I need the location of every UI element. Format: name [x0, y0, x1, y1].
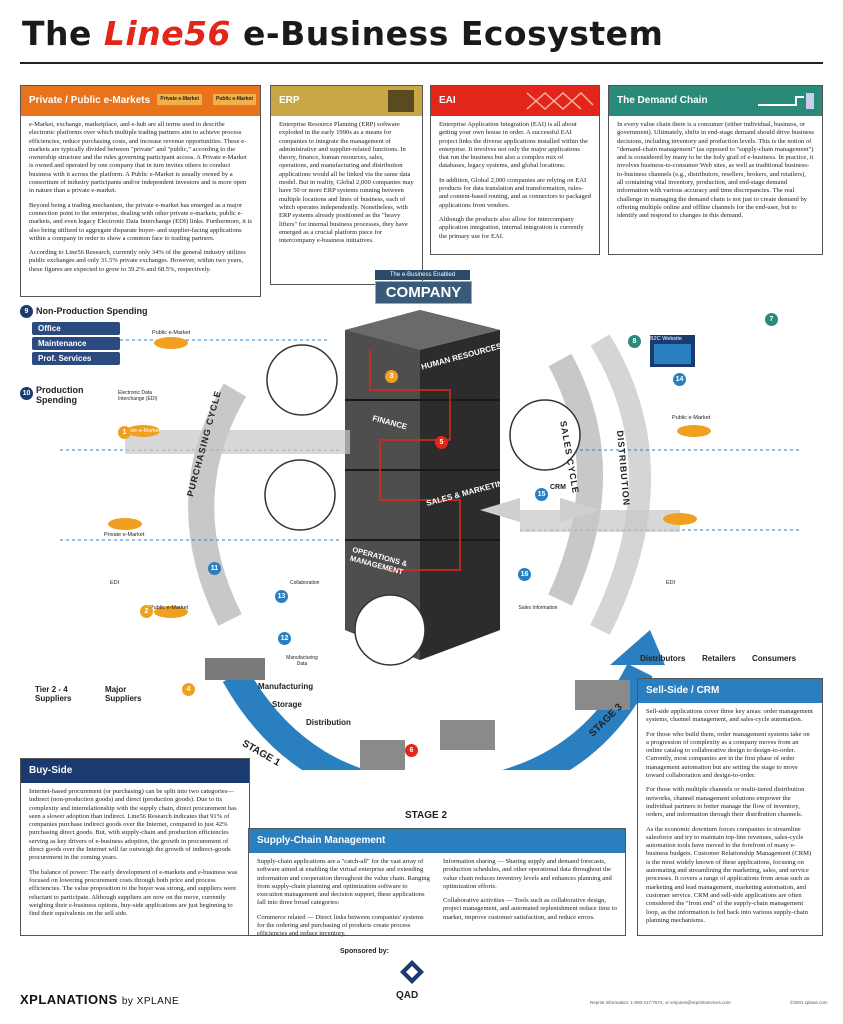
stage2-label: STAGE 2	[405, 810, 448, 821]
reprint-info: Reprint information: 1-800-217-7874, or …	[590, 1000, 731, 1005]
xplanations-logo: XPLANATIONS by XPLANE	[20, 992, 180, 1007]
step-marker: 9	[20, 305, 33, 318]
marker-4: 4	[182, 683, 195, 696]
marker-3: 3	[385, 370, 398, 383]
np-office: Office	[32, 322, 120, 335]
b2c-label: B2C Website	[650, 336, 682, 342]
edi-label: Electronic Data Interchange (EDI)	[118, 390, 158, 402]
box-heading: Sell-Side / CRM	[638, 679, 822, 703]
qad-label: QAD	[396, 990, 419, 1001]
private-emarket-label: Private e-Market	[120, 428, 161, 434]
server-icon	[388, 90, 414, 112]
page-title: The Line56 e-Business Ecosystem	[22, 14, 664, 53]
public-emarket-label: Public e-Market	[150, 605, 189, 611]
marker-2: 2	[140, 605, 153, 618]
retailers-label: Retailers	[702, 654, 736, 663]
sell-side-box: Sell-Side / CRM Sell-side applications c…	[637, 678, 823, 936]
marker-12: 12	[278, 632, 291, 645]
box-paragraph: Information sharing — Sharing supply and…	[443, 858, 612, 890]
box-heading: Buy-Side	[21, 759, 249, 783]
marker-13: 13	[275, 590, 288, 603]
marker-5: 5	[435, 436, 448, 449]
box-paragraph: The balance of power: The early developm…	[29, 868, 238, 918]
box-paragraph: In every value chain there is a consumer…	[617, 121, 814, 220]
marker-7: 7	[765, 313, 778, 326]
manufacturing-data-label: Manufacturing Data	[286, 655, 318, 667]
purchasing-arc	[188, 383, 247, 626]
sales-arc	[548, 353, 603, 606]
box-paragraph: Enterprise Resource Planning (ERP) softw…	[279, 121, 414, 245]
np-prof-services: Prof. Services	[32, 352, 120, 365]
edi-tag: EDI	[666, 580, 676, 586]
box-paragraph: For those with multiple channels or mult…	[646, 786, 805, 819]
network-icon	[526, 91, 594, 111]
title-rule	[20, 62, 823, 64]
storage-label: Storage	[272, 700, 302, 709]
tier-suppliers-label: Tier 2 - 4 Suppliers	[35, 685, 72, 703]
crm-label: CRM	[550, 484, 566, 491]
marker-1: 1	[118, 426, 131, 439]
distribution-arc	[590, 334, 651, 635]
company-sign: COMPANY	[375, 281, 472, 304]
sales-information-label: Sales Information	[518, 605, 558, 611]
box-paragraph: Collaborative activities — Tools such as…	[443, 897, 617, 921]
box-paragraph: Enterprise Application Integration (EAI)…	[439, 121, 588, 170]
public-tag: Public e-Market	[213, 94, 256, 105]
distribution-small-label: Distribution	[306, 718, 351, 727]
marker-6: 6	[405, 744, 418, 757]
sponsored-label: Sponsored by:	[340, 948, 390, 955]
private-emarket-label: Private e-Market	[104, 532, 145, 538]
public-emarket-label: Public e-Market	[672, 415, 711, 421]
box-paragraph: Commerce related — Direct links between …	[257, 913, 424, 938]
buy-side-box: Buy-Side Internet-based procurement (or …	[20, 758, 250, 936]
manufacturing-label: Manufacturing	[258, 682, 314, 691]
arrow-icon	[758, 93, 814, 109]
ecosystem-diagram	[60, 310, 800, 770]
distributors-label: Distributors	[640, 654, 686, 663]
eai-box: EAI Enterprise Application Integration (…	[430, 85, 600, 255]
box-paragraph: According to Line56 Research, currently …	[29, 249, 246, 273]
private-public-emarkets-box: Private / Public e-Markets Private e-Mar…	[20, 85, 261, 297]
erp-bubble	[266, 344, 338, 416]
box-paragraph: e-Market, exchange, marketplace, and e-h…	[29, 121, 247, 195]
marker-15: 15	[535, 488, 548, 501]
marker-11: 11	[208, 562, 221, 575]
box-paragraph: In addition, Global 2,000 companies are …	[439, 176, 591, 209]
box-heading: Supply-Chain Management	[249, 829, 625, 853]
scm-box: Supply-Chain Management Supply-chain app…	[248, 828, 626, 938]
box-heading: The Demand Chain	[609, 86, 822, 116]
non-production-list: Office Maintenance Prof. Services	[32, 322, 120, 365]
demand-chain-box: The Demand Chain In every value chain th…	[608, 85, 823, 255]
box-paragraph: Beyond being a trading mechanism, the pr…	[29, 201, 253, 242]
box-paragraph: Internet-based procurement (or purchasin…	[29, 788, 237, 862]
box-paragraph: For those who build them, order manageme…	[646, 730, 810, 780]
marker-16: 16	[518, 568, 531, 581]
box-paragraph: As the economic downturn forces companie…	[646, 825, 812, 924]
stage-arrow-head	[610, 630, 665, 665]
copyright: ©2001 xplane.com	[790, 1000, 828, 1005]
collaboration-label: Collaboration	[290, 580, 320, 586]
major-suppliers-label: Major Suppliers	[105, 685, 142, 703]
stage-arc	[222, 663, 653, 770]
company-caption: The e-Business Enabled	[375, 270, 470, 280]
box-heading: Private / Public e-Markets Private e-Mar…	[21, 86, 260, 116]
box-paragraph: Sell-side applications cover three key a…	[646, 708, 813, 724]
private-tag: Private e-Market	[157, 94, 202, 105]
consumers-label: Consumers	[752, 654, 797, 663]
box-heading: ERP	[271, 86, 422, 116]
public-emarket-label: Public e-Market	[152, 330, 191, 336]
step-marker: 10	[20, 387, 33, 400]
edi-tag: EDI	[110, 580, 120, 586]
marker-8: 8	[628, 335, 641, 348]
box-paragraph: Although the products also allow for int…	[439, 215, 584, 240]
box-paragraph: Supply-chain applications are a "catch-a…	[257, 858, 430, 907]
qad-logo-icon	[398, 958, 426, 986]
erp-box: ERP Enterprise Resource Planning (ERP) s…	[270, 85, 423, 285]
np-maintenance: Maintenance	[32, 337, 120, 350]
box-heading: EAI	[431, 86, 599, 116]
marker-14: 14	[673, 373, 686, 386]
